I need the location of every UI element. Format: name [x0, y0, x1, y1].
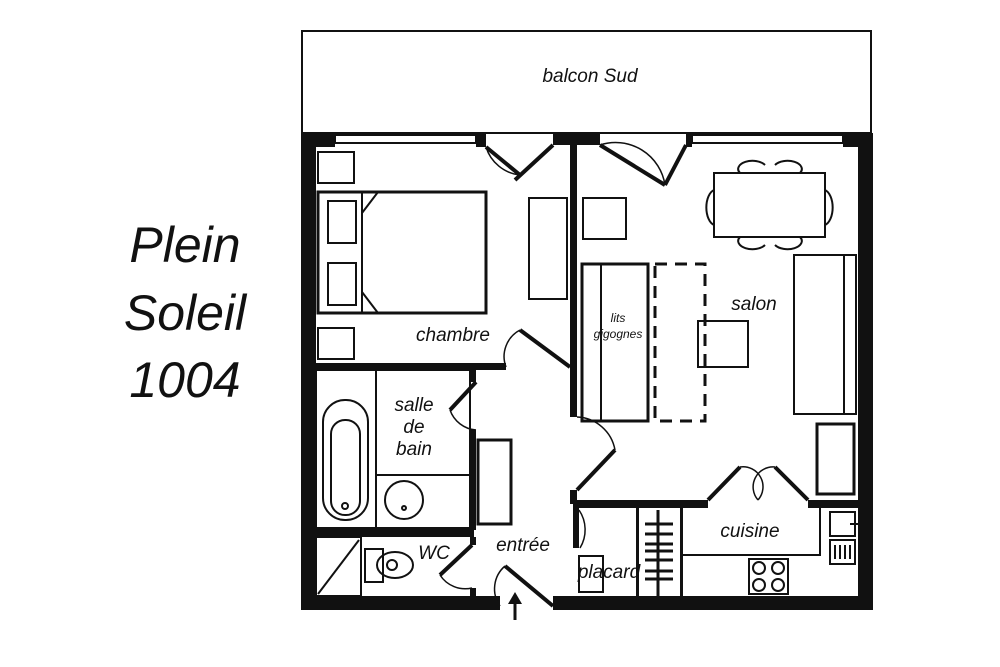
closet-label: placard — [577, 562, 642, 583]
entrance-label: entrée — [496, 535, 550, 556]
bathroom-label-2: de — [403, 417, 424, 438]
wc-label: WC — [418, 543, 450, 564]
trundle-bed-label-1: lits — [611, 311, 626, 325]
doors — [438, 141, 810, 608]
windows — [334, 134, 844, 144]
interior-walls — [316, 145, 858, 596]
trundle-bed-label-2: gigognes — [594, 327, 643, 341]
living-label: salon — [731, 294, 776, 315]
title-line-3: 1004 — [129, 352, 240, 408]
kitchen-fixtures — [683, 508, 858, 595]
bathroom-fixtures — [315, 369, 513, 529]
bathroom-label-3: bain — [396, 439, 432, 460]
title-line-2: Soleil — [124, 285, 248, 341]
bedroom-furniture — [316, 151, 568, 360]
kitchen-label: cuisine — [720, 521, 779, 542]
bedroom-label: chambre — [416, 325, 490, 346]
title-line-1: Plein — [129, 217, 240, 273]
living-furniture — [580, 159, 857, 496]
entrance-arrow-icon — [508, 592, 522, 620]
wc-fixtures — [315, 536, 414, 597]
balcony-label: balcon Sud — [542, 66, 639, 87]
bathroom-label-1: salle — [394, 395, 433, 416]
exterior-walls — [301, 133, 873, 610]
closet — [578, 510, 673, 596]
